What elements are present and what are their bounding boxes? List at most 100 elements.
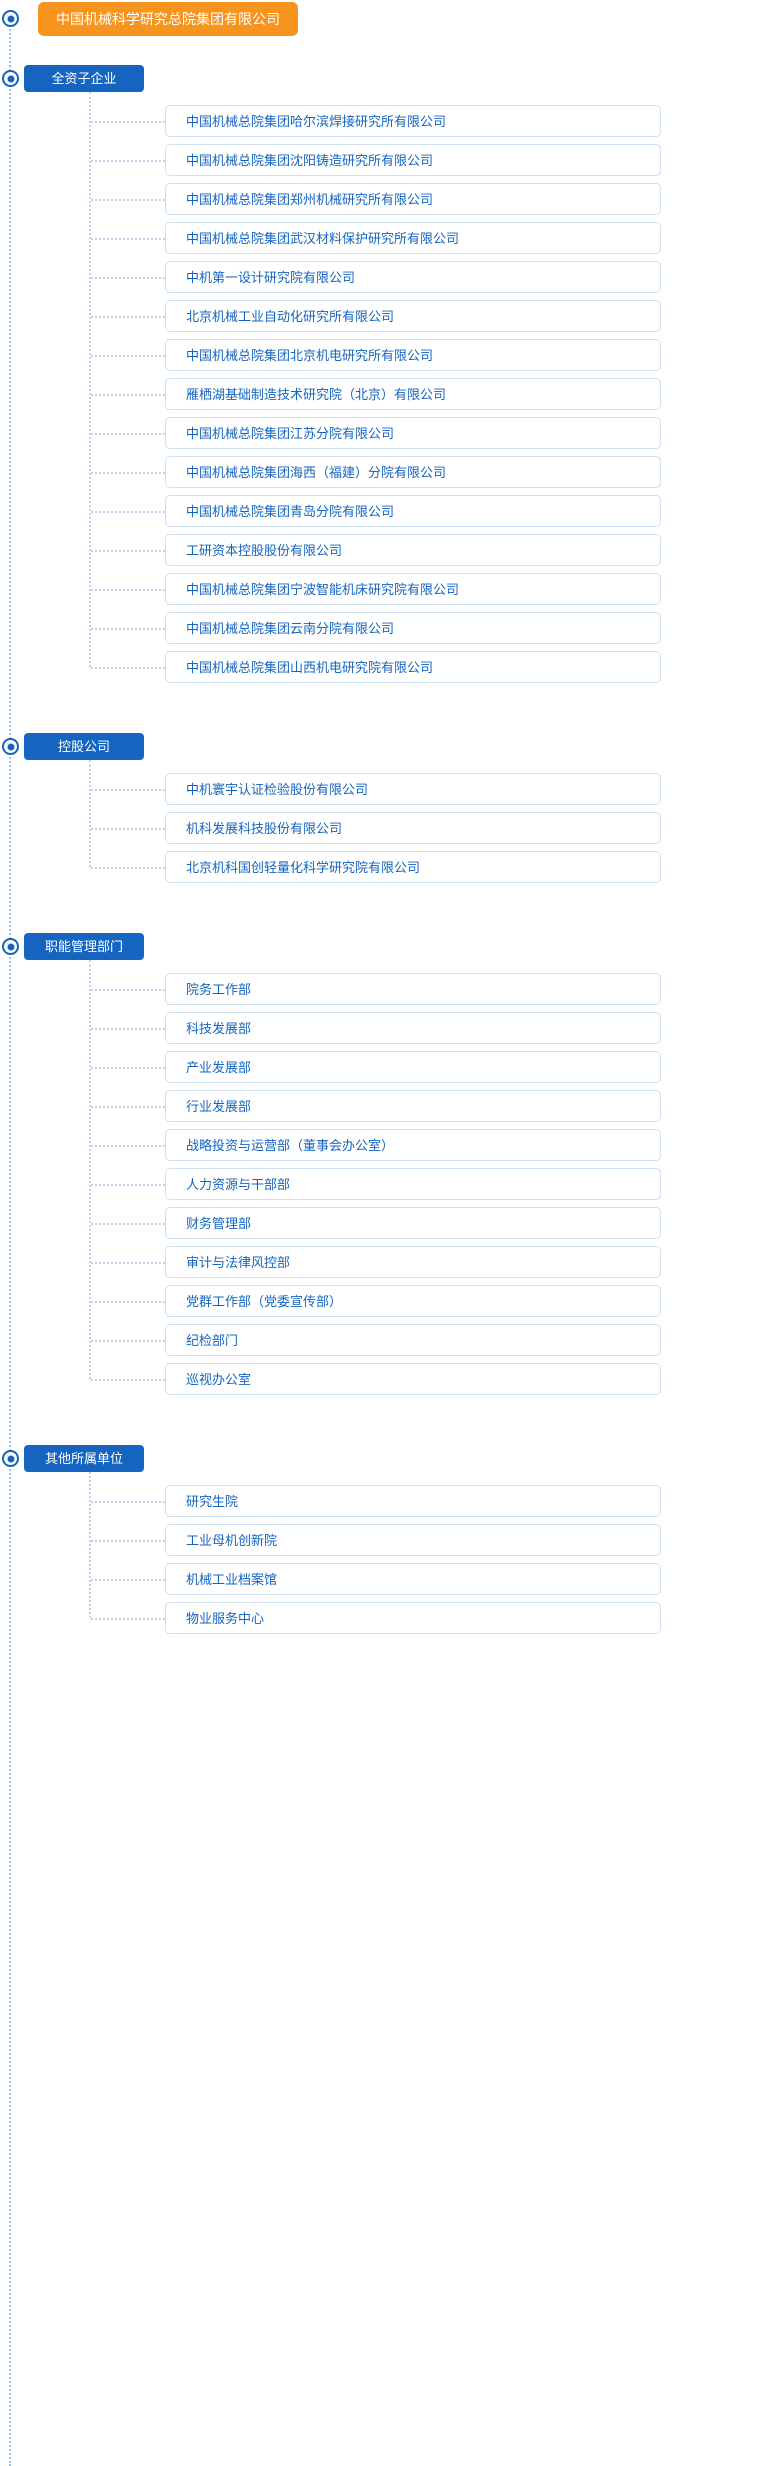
org-item-label: 物业服务中心 <box>186 1611 265 1626</box>
org-item-label: 工业母机创新院 <box>186 1533 278 1548</box>
spine-marker-icon <box>2 1450 19 1467</box>
item-connector-line <box>91 472 165 474</box>
org-item[interactable]: 科技发展部 <box>165 1012 661 1044</box>
item-connector-line <box>91 789 165 791</box>
item-connector-line <box>91 1301 165 1303</box>
item-connector-line <box>91 1262 165 1264</box>
org-item[interactable]: 中国机械总院集团山西机电研究院有限公司 <box>165 651 661 683</box>
org-item[interactable]: 战略投资与运营部（董事会办公室） <box>165 1129 661 1161</box>
org-item-label: 中国机械总院集团海西（福建）分院有限公司 <box>186 465 447 480</box>
org-item-label: 科技发展部 <box>186 1021 252 1036</box>
item-connector-line <box>91 160 165 162</box>
org-item[interactable]: 北京机科国创轻量化科学研究院有限公司 <box>165 851 661 883</box>
org-item-label: 产业发展部 <box>186 1060 252 1075</box>
org-item[interactable]: 中国机械总院集团云南分院有限公司 <box>165 612 661 644</box>
org-item-label: 纪检部门 <box>186 1333 239 1348</box>
org-item[interactable]: 中国机械总院集团青岛分院有限公司 <box>165 495 661 527</box>
item-connector-line <box>91 989 165 991</box>
org-item[interactable]: 中国机械总院集团哈尔滨焊接研究所有限公司 <box>165 105 661 137</box>
item-connector-line <box>91 433 165 435</box>
org-item[interactable]: 审计与法律风控部 <box>165 1246 661 1278</box>
org-item[interactable]: 中机寰宇认证检验股份有限公司 <box>165 773 661 805</box>
org-item[interactable]: 人力资源与干部部 <box>165 1168 661 1200</box>
item-connector-line <box>91 121 165 123</box>
org-item-label: 中国机械总院集团武汉材料保护研究所有限公司 <box>186 231 460 246</box>
org-item[interactable]: 中国机械总院集团北京机电研究所有限公司 <box>165 339 661 371</box>
org-item-label: 工研资本控股股份有限公司 <box>186 543 343 558</box>
section-header-0[interactable]: 全资子企业 <box>24 65 144 92</box>
spine-marker-icon <box>2 10 19 27</box>
org-item[interactable]: 物业服务中心 <box>165 1602 661 1634</box>
org-item[interactable]: 中国机械总院集团宁波智能机床研究院有限公司 <box>165 573 661 605</box>
item-connector-line <box>91 1379 165 1381</box>
org-item-label: 中国机械总院集团哈尔滨焊接研究所有限公司 <box>186 114 447 129</box>
section-connector-line-2 <box>89 960 91 1379</box>
org-item-label: 战略投资与运营部（董事会办公室） <box>186 1138 395 1153</box>
org-item[interactable]: 中国机械总院集团江苏分院有限公司 <box>165 417 661 449</box>
item-connector-line <box>91 355 165 357</box>
item-connector-line <box>91 238 165 240</box>
org-item-label: 研究生院 <box>186 1494 239 1509</box>
org-item[interactable]: 中机第一设计研究院有限公司 <box>165 261 661 293</box>
org-item[interactable]: 行业发展部 <box>165 1090 661 1122</box>
item-connector-line <box>91 1540 165 1542</box>
spine-marker-icon <box>2 70 19 87</box>
item-connector-line <box>91 1067 165 1069</box>
item-connector-line <box>91 1340 165 1342</box>
org-item-label: 人力资源与干部部 <box>186 1177 291 1192</box>
org-item[interactable]: 研究生院 <box>165 1485 661 1517</box>
section-connector-line-1 <box>89 760 91 867</box>
item-connector-line <box>91 277 165 279</box>
item-connector-line <box>91 550 165 552</box>
org-item-label: 中国机械总院集团江苏分院有限公司 <box>186 426 395 441</box>
item-connector-line <box>91 1579 165 1581</box>
org-item-label: 中国机械总院集团郑州机械研究所有限公司 <box>186 192 434 207</box>
org-spine-line <box>9 22 11 2466</box>
item-connector-line <box>91 1106 165 1108</box>
spine-marker-icon <box>2 738 19 755</box>
org-item[interactable]: 雁栖湖基础制造技术研究院（北京）有限公司 <box>165 378 661 410</box>
org-item[interactable]: 中国机械总院集团沈阳铸造研究所有限公司 <box>165 144 661 176</box>
item-connector-line <box>91 1501 165 1503</box>
org-item[interactable]: 中国机械总院集团武汉材料保护研究所有限公司 <box>165 222 661 254</box>
section-connector-line-3 <box>89 1472 91 1618</box>
item-connector-line <box>91 1184 165 1186</box>
item-connector-line <box>91 1223 165 1225</box>
org-item[interactable]: 中国机械总院集团郑州机械研究所有限公司 <box>165 183 661 215</box>
org-item[interactable]: 产业发展部 <box>165 1051 661 1083</box>
org-item-label: 中国机械总院集团云南分院有限公司 <box>186 621 395 636</box>
org-item-label: 中国机械总院集团青岛分院有限公司 <box>186 504 395 519</box>
section-header-3[interactable]: 其他所属单位 <box>24 1445 144 1472</box>
item-connector-line <box>91 394 165 396</box>
org-item[interactable]: 党群工作部（党委宣传部） <box>165 1285 661 1317</box>
item-connector-line <box>91 1618 165 1620</box>
org-item-label: 审计与法律风控部 <box>186 1255 291 1270</box>
org-item[interactable]: 中国机械总院集团海西（福建）分院有限公司 <box>165 456 661 488</box>
org-item-label: 行业发展部 <box>186 1099 252 1114</box>
org-item[interactable]: 机科发展科技股份有限公司 <box>165 812 661 844</box>
org-item[interactable]: 纪检部门 <box>165 1324 661 1356</box>
item-connector-line <box>91 867 165 869</box>
item-connector-line <box>91 667 165 669</box>
org-item[interactable]: 财务管理部 <box>165 1207 661 1239</box>
org-item-label: 巡视办公室 <box>186 1372 252 1387</box>
org-item-label: 财务管理部 <box>186 1216 252 1231</box>
org-item[interactable]: 北京机械工业自动化研究所有限公司 <box>165 300 661 332</box>
item-connector-line <box>91 589 165 591</box>
org-item[interactable]: 院务工作部 <box>165 973 661 1005</box>
org-item[interactable]: 巡视办公室 <box>165 1363 661 1395</box>
org-item-label: 机科发展科技股份有限公司 <box>186 821 343 836</box>
section-header-2[interactable]: 职能管理部门 <box>24 933 144 960</box>
org-item[interactable]: 机械工业档案馆 <box>165 1563 661 1595</box>
org-item-label: 党群工作部（党委宣传部） <box>186 1294 343 1309</box>
org-item-label: 中国机械总院集团沈阳铸造研究所有限公司 <box>186 153 434 168</box>
root-node[interactable]: 中国机械科学研究总院集团有限公司 <box>38 2 298 36</box>
section-header-1[interactable]: 控股公司 <box>24 733 144 760</box>
org-item[interactable]: 工业母机创新院 <box>165 1524 661 1556</box>
item-connector-line <box>91 511 165 513</box>
org-item[interactable]: 工研资本控股股份有限公司 <box>165 534 661 566</box>
item-connector-line <box>91 828 165 830</box>
org-item-label: 机械工业档案馆 <box>186 1572 278 1587</box>
spine-marker-icon <box>2 938 19 955</box>
